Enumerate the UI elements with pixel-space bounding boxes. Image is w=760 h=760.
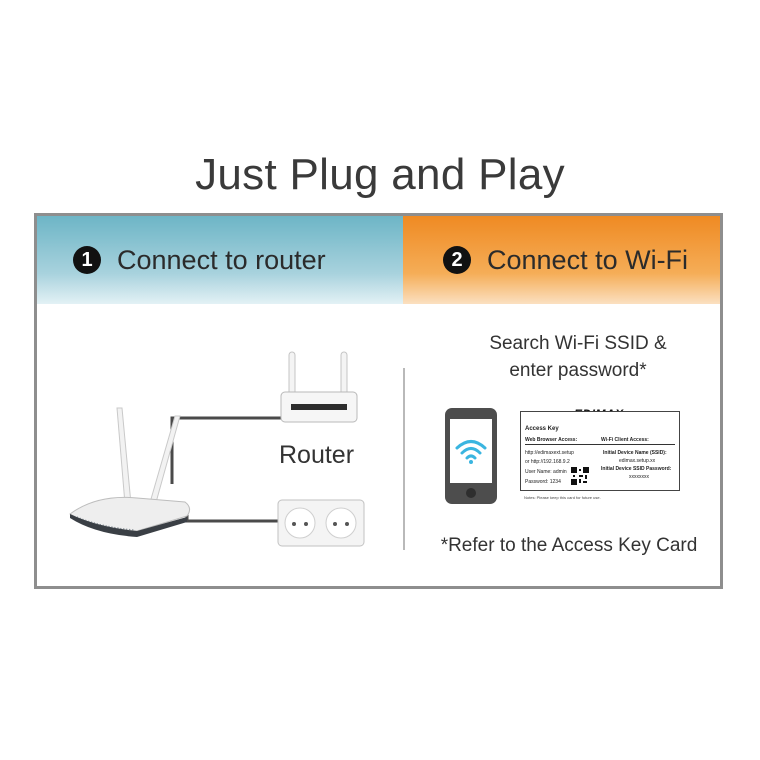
card-heading: Access Key [525, 426, 559, 432]
step-1-label: Connect to router [117, 244, 326, 275]
smartphone-icon [445, 408, 497, 504]
card-rule [525, 444, 675, 445]
router-label: Router [279, 441, 355, 469]
step-1-bar: 1 Connect to router [37, 216, 403, 304]
wifi-instruction-line-2: enter password* [509, 360, 647, 381]
card-user: User Name: admin [525, 469, 567, 475]
card-footer-note: Notes: Please keep this card for future … [524, 495, 601, 500]
section-divider [403, 368, 405, 550]
power-outlet-icon [277, 499, 365, 547]
page-title: Just Plug and Play [195, 150, 565, 199]
card-web-heading: Web Browser Access: [525, 437, 578, 443]
card-ssid-password-value: xxxxxxxx [629, 474, 649, 480]
wifi-icon [455, 440, 487, 464]
card-url-1: http://edimaxext.setup [525, 450, 574, 456]
card-client-heading: Wi-Fi Client Access: [601, 437, 649, 443]
step-2-bar: 2 Connect to Wi-Fi [403, 216, 720, 304]
access-key-card-body: Access Key Web Browser Access: Wi-Fi Cli… [520, 411, 680, 491]
extender-device-icon [69, 407, 191, 537]
router-icon [280, 351, 358, 423]
card-ssid-label: Initial Device Name (SSID): [603, 450, 667, 456]
phone-home-button [466, 488, 476, 498]
instruction-panel: 1 Connect to router 2 Connect to Wi-Fi R… [34, 213, 723, 589]
wifi-instructions: Search Wi-Fi SSID & enter password* [433, 330, 720, 384]
card-ssid-password-label: Initial Device SSID Password: [601, 466, 672, 472]
card-ssid-value: edimax.setup.xx [619, 458, 656, 464]
wifi-instruction-line-1: Search Wi-Fi SSID & [489, 333, 667, 354]
card-url-2: or http://192.168.9.2 [525, 459, 570, 465]
access-key-card-note: *Refer to the Access Key Card [440, 535, 698, 556]
card-password: Password: 1234 [525, 479, 561, 485]
access-key-card: EDIMAX Access Key Web Browser Access: Wi… [520, 407, 680, 503]
step-2-label: Connect to Wi-Fi [487, 244, 689, 275]
qr-code [571, 467, 589, 485]
phone-screen [450, 419, 492, 483]
step-1-number: 1 [73, 246, 101, 274]
step-2-number: 2 [443, 246, 471, 274]
